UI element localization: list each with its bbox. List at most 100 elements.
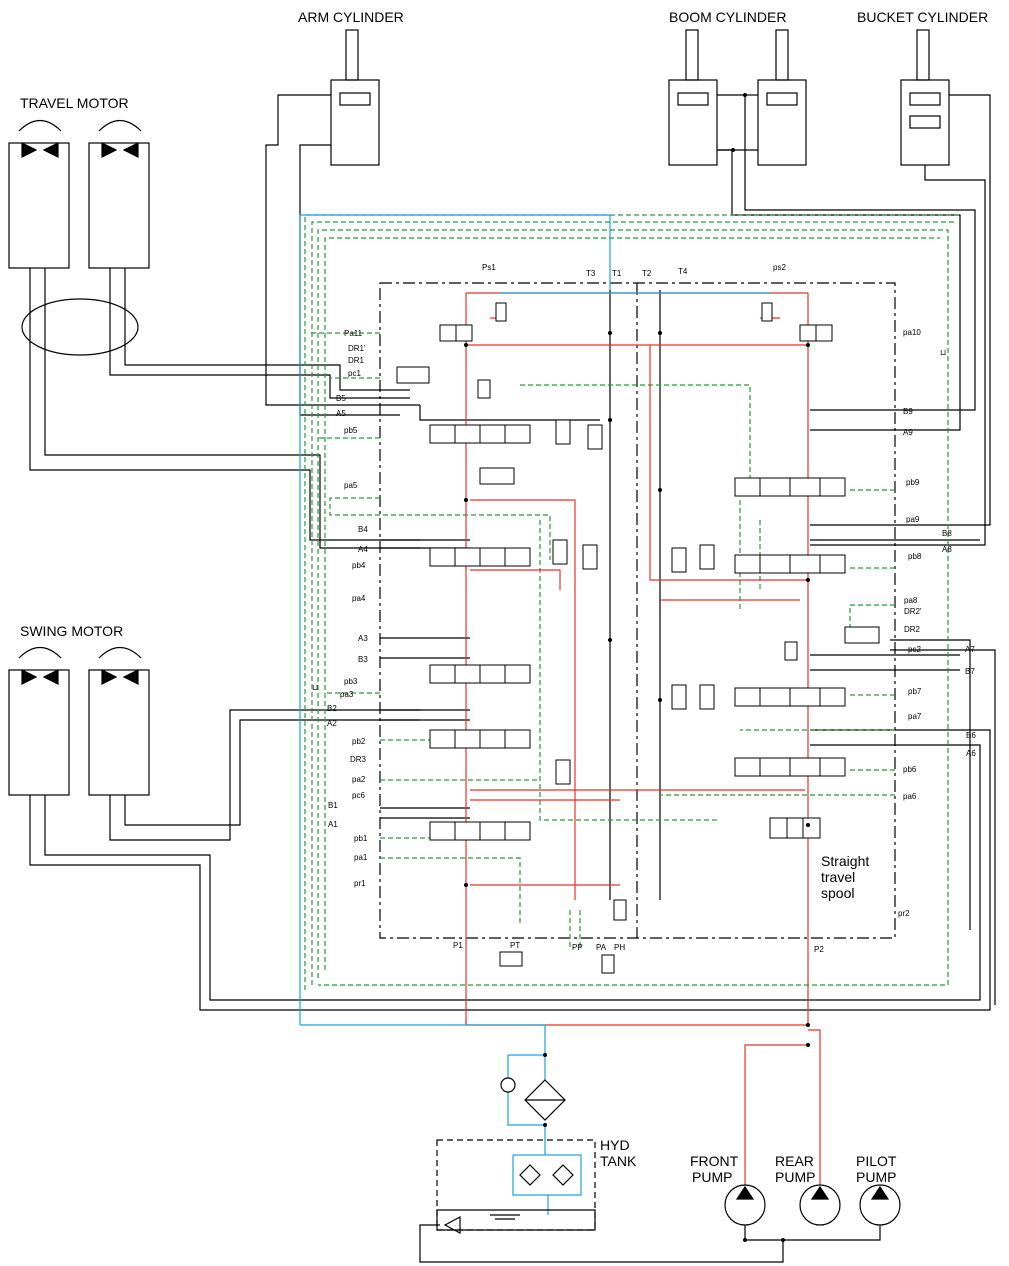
right-port-labels: pa10 B9 A9 pb9 pa9 B8 A8 pb8 pa8 DR2' DR… xyxy=(898,328,976,918)
port-b6: B6 xyxy=(966,731,976,740)
boom-cylinder-left xyxy=(668,29,718,166)
pilot-lines xyxy=(304,214,960,990)
travel-swivel-joint xyxy=(21,298,139,356)
port-pa2: pa2 xyxy=(352,775,366,784)
left-port-labels: Pa11 DR1' DR1 pc1 B5 A5 pb5 pa5 B4 A4 pb… xyxy=(327,329,368,888)
port-t1: T1 xyxy=(612,269,622,278)
port-pa3: pa3 xyxy=(340,690,354,699)
port-t4: T4 xyxy=(678,267,688,276)
port-a3: A3 xyxy=(358,634,368,643)
work-lines xyxy=(29,94,996,1011)
tank-symbol-pa10: ⊔ xyxy=(940,348,946,357)
straight-travel-label-3: spool xyxy=(821,885,854,901)
port-ps2: ps2 xyxy=(773,263,786,272)
port-b4: B4 xyxy=(358,525,368,534)
port-b9: B9 xyxy=(903,407,913,416)
port-b2: B2 xyxy=(327,704,337,713)
junction-dots xyxy=(464,93,810,1242)
port-pb8: pb8 xyxy=(908,552,922,561)
port-b7: B7 xyxy=(965,667,975,676)
pilot-pump xyxy=(859,1184,901,1226)
port-pa4: pa4 xyxy=(352,594,366,603)
boom-cylinder-right xyxy=(757,29,807,166)
control-valve-body xyxy=(379,282,896,939)
port-pb2: pb2 xyxy=(352,737,366,746)
straight-travel-label-2: travel xyxy=(821,869,855,885)
top-port-labels: Ps1 T3 T1 T2 T4 ps2 xyxy=(482,263,786,278)
port-dr2: DR2 xyxy=(904,625,921,634)
swing-motor-label: SWING MOTOR xyxy=(20,623,123,639)
drain-filter-pt xyxy=(499,951,615,974)
tank-symbol-pb3: ⊔ xyxy=(312,683,318,692)
travel-motor-label: TRAVEL MOTOR xyxy=(20,95,129,111)
port-b8: B8 xyxy=(942,529,952,538)
port-pb3: pb3 xyxy=(344,677,358,686)
port-a1: A1 xyxy=(328,820,338,829)
spool-straight-travel xyxy=(769,817,821,839)
port-dr1: DR1 xyxy=(348,356,365,365)
travel-motor-left xyxy=(8,119,70,269)
return-filter xyxy=(500,1077,566,1121)
spool-arm-regen xyxy=(479,467,515,485)
port-pc6: pc6 xyxy=(352,791,365,800)
arm-cylinder xyxy=(330,29,380,166)
port-a5: A5 xyxy=(336,409,346,418)
valve-spools xyxy=(396,324,880,841)
arm-cylinder-label: ARM CYLINDER xyxy=(298,9,404,25)
pressure-lines xyxy=(465,292,821,1195)
rear-pump-label-1: REAR xyxy=(775,1153,814,1169)
port-pc1: pc1 xyxy=(348,369,361,378)
port-pa8: pa8 xyxy=(904,596,918,605)
port-dr2p: DR2' xyxy=(904,607,922,616)
swing-motor-right xyxy=(88,646,150,796)
port-pb6: pb6 xyxy=(903,765,917,774)
port-pa10: pa10 xyxy=(903,328,921,337)
port-pa1: pa1 xyxy=(354,853,368,862)
straight-travel-label-1: Straight xyxy=(821,853,869,869)
port-pp: PP xyxy=(572,943,583,952)
port-b5: B5 xyxy=(336,394,346,403)
port-a4: A4 xyxy=(358,545,368,554)
port-a8: A8 xyxy=(942,545,952,554)
port-dr3: DR3 xyxy=(350,755,367,764)
port-b3: B3 xyxy=(358,655,368,664)
port-pb9: pb9 xyxy=(906,478,920,487)
front-pump xyxy=(724,1184,766,1226)
hyd-tank-label-2: TANK xyxy=(600,1153,637,1169)
port-b1: B1 xyxy=(328,801,338,810)
pilot-pump-label-1: PILOT xyxy=(856,1153,897,1169)
port-pa9: pa9 xyxy=(906,515,920,524)
relief-valves xyxy=(477,302,798,921)
port-pa6: pa6 xyxy=(903,792,917,801)
port-pr1: pr1 xyxy=(354,879,366,888)
port-ph: PH xyxy=(614,943,625,952)
port-pr2: pr2 xyxy=(898,909,910,918)
valve-spool-dividers xyxy=(454,325,821,840)
pump-suction-lines xyxy=(419,1224,881,1263)
port-dr1p: DR1' xyxy=(348,344,366,353)
pilot-pump-label-2: PUMP xyxy=(856,1169,896,1185)
return-lines xyxy=(299,214,770,1215)
bucket-cylinder-label: BUCKET CYLINDER xyxy=(857,9,988,25)
rear-pump xyxy=(799,1184,841,1226)
port-a6: A6 xyxy=(966,749,976,758)
port-pa5: pa5 xyxy=(344,481,358,490)
port-pa7: pa7 xyxy=(908,712,922,721)
port-ps1: Ps1 xyxy=(482,263,496,272)
rear-pump-label-2: PUMP xyxy=(775,1169,815,1185)
port-pa11: Pa11 xyxy=(344,329,363,338)
tank-filter-block xyxy=(512,1154,582,1196)
hyd-tank xyxy=(436,1139,596,1234)
port-pb4: pb4 xyxy=(352,561,366,570)
port-pb7: pb7 xyxy=(908,687,922,696)
port-pt: PT xyxy=(510,941,520,950)
port-t2: T2 xyxy=(642,269,652,278)
bottom-port-labels: P1 PT PP PA PH P2 xyxy=(453,941,824,954)
front-pump-label-2: PUMP xyxy=(692,1169,732,1185)
front-pump-label-1: FRONT xyxy=(690,1153,739,1169)
spool-pc2 xyxy=(844,626,880,644)
boom-cylinder-label: BOOM CYLINDER xyxy=(669,9,786,25)
port-a2: A2 xyxy=(327,719,337,728)
port-t3: T3 xyxy=(586,269,596,278)
